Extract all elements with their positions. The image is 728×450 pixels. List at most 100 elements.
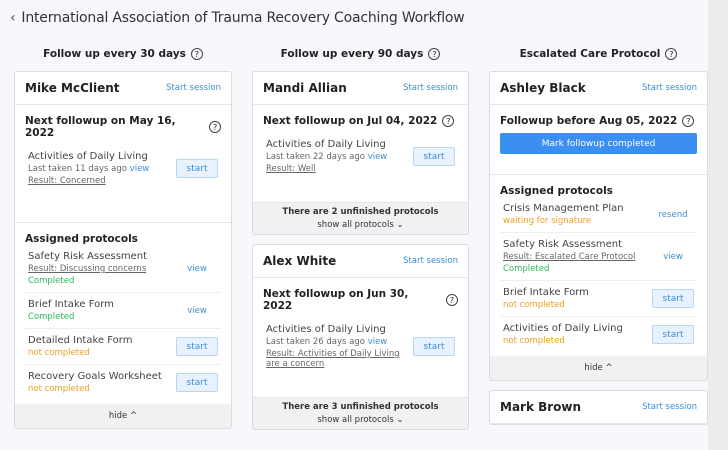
help-icon[interactable]: ?	[442, 115, 455, 127]
start-session-link[interactable]: Start session	[642, 402, 697, 412]
protocol-name: Activities of Daily Living	[503, 323, 623, 334]
start-button[interactable]: start	[413, 337, 455, 356]
back-chevron-icon[interactable]: ‹	[10, 10, 16, 26]
protocol-row: Activities of Daily Living not completed s…	[500, 317, 697, 352]
followup-section: Next followup on Jun 30, 2022? Activities…	[253, 278, 468, 398]
protocol-status: Completed	[28, 276, 75, 286]
toggle-protocols-link[interactable]: hide ^	[584, 363, 613, 373]
view-link[interactable]: view	[187, 263, 207, 274]
start-button[interactable]: start	[176, 373, 218, 392]
protocol-name: Recovery Goals Worksheet	[28, 371, 162, 382]
protocol-status: not completed	[28, 384, 90, 394]
toggle-protocols-link[interactable]: show all protocols ⌄	[317, 220, 404, 230]
page-title: ‹International Association of Trauma Rec…	[10, 10, 465, 26]
client-name: Alex White	[263, 254, 337, 268]
protocol-info: Recovery Goals Worksheet not completed	[28, 371, 162, 394]
view-link[interactable]: view	[367, 152, 388, 162]
protocol-name: Brief Intake Form	[503, 287, 589, 298]
start-session-link[interactable]: Start session	[403, 256, 458, 266]
followup-date: Next followup on Jun 30, 2022	[263, 288, 409, 312]
view-link[interactable]: view	[367, 337, 388, 347]
column-title: Escalated Care Protocol	[519, 48, 661, 60]
card-header: Mandi Allian Start session	[253, 72, 468, 105]
result-link[interactable]: Result: Activities of Daily Living are a…	[266, 349, 400, 369]
mark-followup-completed-button[interactable]: Mark followup completed	[500, 133, 697, 154]
client-name: Ashley Black	[500, 81, 586, 95]
help-icon[interactable]: ?	[428, 48, 441, 60]
protocol-name: Brief Intake Form	[28, 299, 114, 310]
last-taken: Last taken 26 days ago view	[266, 337, 406, 347]
toggle-protocols-link[interactable]: show all protocols ⌄	[317, 415, 404, 425]
column-title: Follow up every 90 days	[280, 48, 424, 60]
protocol-name: Safety Risk Assessment	[28, 251, 148, 262]
toggle-protocols-link[interactable]: hide ^	[108, 411, 138, 421]
view-link[interactable]: view	[663, 251, 683, 262]
column-header: Follow up every 90 days?	[252, 46, 469, 62]
view-link[interactable]: view	[129, 164, 150, 174]
protocol-name: Safety Risk Assessment	[503, 239, 623, 250]
followup-date: Next followup on May 16, 2022	[25, 115, 176, 139]
start-button[interactable]: start	[176, 337, 218, 356]
protocol-name: Activities of Daily Living	[266, 139, 386, 150]
followup-title: Next followup on Jun 30, 2022?	[263, 288, 458, 312]
client-name: Mandi Allian	[263, 81, 347, 95]
help-icon[interactable]: ?	[682, 115, 695, 127]
resend-link[interactable]: resend	[658, 209, 688, 220]
unfinished-count: There are 2 unfinished protocols	[282, 207, 439, 217]
unfinished-count: There are 3 unfinished protocols	[282, 402, 439, 412]
scrollbar[interactable]	[708, 0, 728, 450]
last-taken-text: Last taken 11 days ago	[28, 164, 127, 174]
start-button[interactable]: start	[652, 325, 694, 344]
start-session-link[interactable]: Start session	[166, 83, 221, 93]
result-link[interactable]: Result: Concerned	[28, 176, 106, 186]
column-title: Follow up every 30 days	[43, 48, 186, 60]
help-icon[interactable]: ?	[209, 121, 221, 133]
start-session-link[interactable]: Start session	[403, 83, 458, 93]
last-taken-text: Last taken 22 days ago	[266, 152, 365, 162]
card-footer: hide ^	[490, 356, 707, 380]
followup-date: Next followup on Jul 04, 2022	[263, 115, 438, 127]
card-header: Alex White Start session	[253, 245, 468, 278]
client-name: Mike McClient	[25, 81, 120, 95]
result-link[interactable]: Result: Discussing concerns	[28, 264, 147, 274]
result-link[interactable]: Result: Well	[266, 164, 316, 174]
protocol-name: Crisis Management Plan	[503, 203, 624, 214]
followup-date: Followup before Aug 05, 2022	[500, 115, 678, 127]
last-taken: Last taken 22 days ago view	[266, 152, 387, 162]
start-button[interactable]: start	[413, 147, 455, 166]
start-button[interactable]: start	[652, 289, 694, 308]
protocol-name: Detailed Intake Form	[28, 335, 133, 346]
help-icon[interactable]: ?	[665, 48, 678, 60]
view-link[interactable]: view	[187, 305, 207, 316]
followup-title: Next followup on May 16, 2022?	[25, 115, 221, 139]
followup-title: Next followup on Jul 04, 2022?	[263, 115, 458, 127]
assigned-title: Assigned protocols	[25, 233, 138, 245]
help-icon[interactable]: ?	[446, 294, 458, 306]
start-session-link[interactable]: Start session	[642, 83, 697, 93]
protocol-status: not completed	[503, 336, 565, 346]
help-icon[interactable]: ?	[190, 48, 203, 60]
result-link[interactable]: Result: Escalated Care Protocol	[503, 252, 636, 262]
start-button[interactable]: start	[176, 159, 218, 178]
